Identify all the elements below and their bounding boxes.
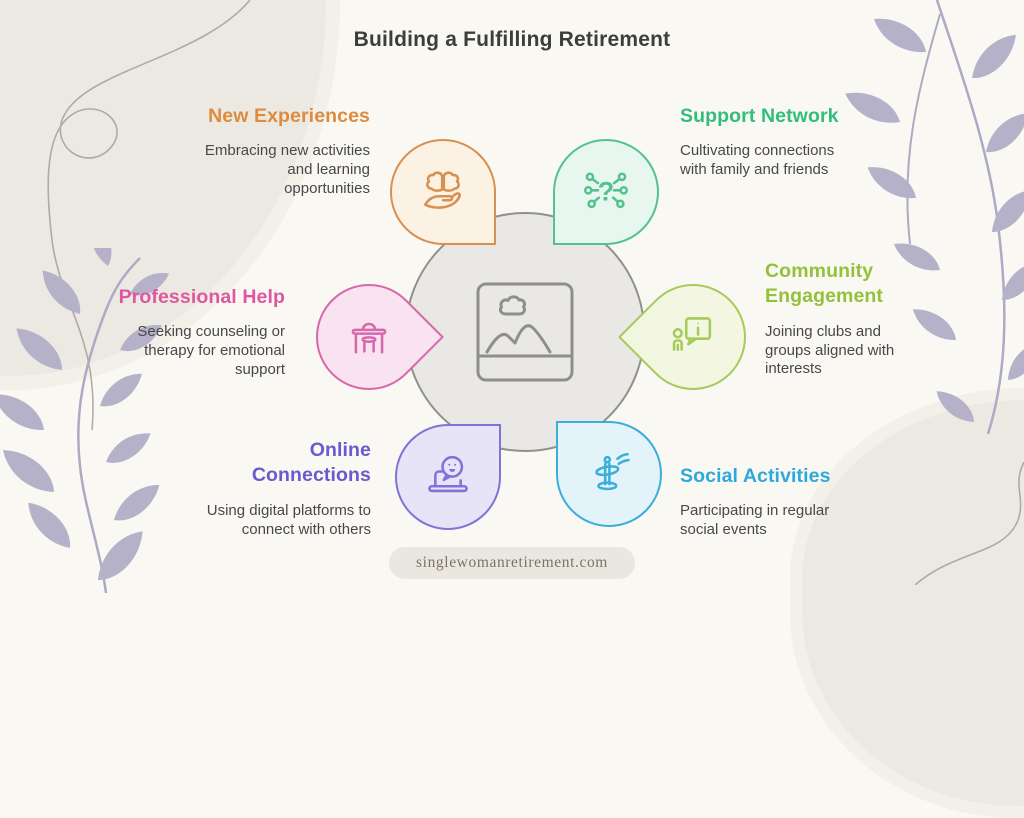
node-description: Embracing new activities and learning op… <box>204 142 370 198</box>
node-title: Community Engagement <box>765 260 884 308</box>
node-description: Using digital platforms to connect with … <box>206 501 371 538</box>
scribble-line-bottom-right <box>914 461 1024 585</box>
node-description: Seeking counseling or therapy for emotio… <box>137 323 285 379</box>
node-title: Social Activities <box>680 465 831 487</box>
petal-community-engagement <box>618 262 768 412</box>
node-description: Participating in regular social events <box>680 502 830 539</box>
laptop-chat-icon <box>421 450 475 504</box>
node-text-online-connections: Online Connections Using digital platfor… <box>199 438 371 539</box>
node-title: New Experiences <box>208 105 370 127</box>
node-text-professional-help: Professional Help Seeking counseling or … <box>103 285 285 380</box>
petal-professional-help <box>294 262 444 412</box>
petal-social-activities <box>556 421 662 527</box>
petal-support-network: ? <box>553 139 659 245</box>
petal-online-connections <box>395 424 501 530</box>
brain-hand-icon <box>416 165 470 219</box>
person-info-bubble-icon <box>666 310 720 364</box>
svg-text:?: ? <box>598 176 615 206</box>
petal-new-experiences <box>390 139 496 245</box>
node-text-community-engagement: Community Engagement Joining clubs and g… <box>765 259 917 379</box>
leaf-branch-bottom-left <box>0 248 170 593</box>
node-description: Joining clubs and groups aligned with in… <box>765 322 895 378</box>
center-hub-circle <box>405 212 645 452</box>
node-text-social-activities: Social Activities Participating in regul… <box>680 464 865 540</box>
node-title: Support Network <box>680 105 839 127</box>
leaf-branch-top-right <box>845 0 1024 434</box>
image-placeholder-icon <box>476 282 574 382</box>
node-text-support-network: Support Network Cultivating connections … <box>680 104 865 180</box>
page-title: Building a Fulfilling Retirement <box>353 28 671 51</box>
node-title: Online Connections <box>251 439 371 487</box>
network-question-icon: ? <box>579 165 633 219</box>
node-title: Professional Help <box>118 286 285 308</box>
spinning-top-icon <box>582 447 636 501</box>
counseling-desk-icon <box>342 310 396 364</box>
node-text-new-experiences: New Experiences Embracing new activities… <box>198 104 370 199</box>
node-description: Cultivating connections with family and … <box>680 142 835 179</box>
website-badge: singlewomanretirement.com <box>389 547 635 579</box>
